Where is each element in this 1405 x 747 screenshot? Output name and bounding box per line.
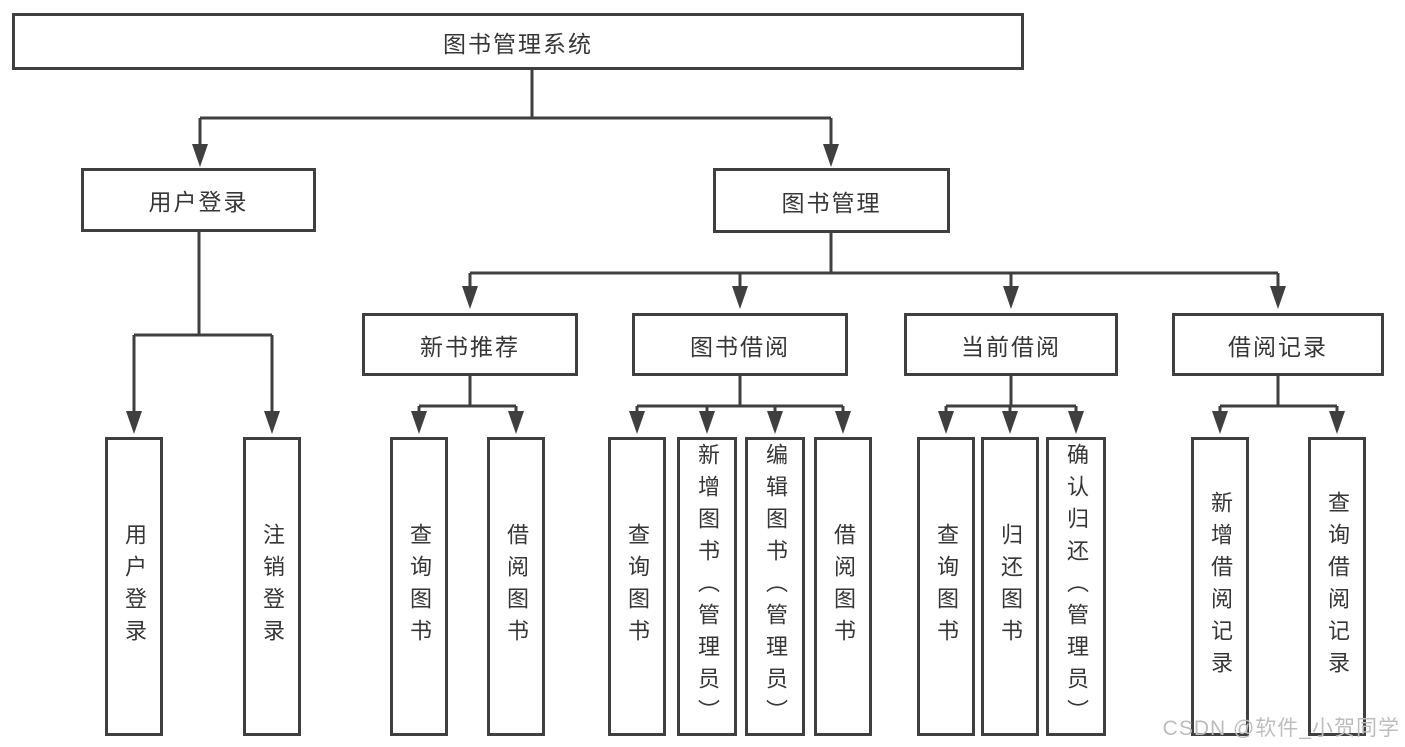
connector-new-book-recommend-branch bbox=[411, 376, 524, 434]
leaf-query-borrow-record: 查询借阅记录 bbox=[1308, 437, 1366, 736]
node-current-borrow: 当前借阅 bbox=[904, 313, 1118, 376]
node-label: 图书借阅 bbox=[690, 333, 790, 360]
node-borrow-records: 借阅记录 bbox=[1172, 313, 1384, 376]
node-label: 编辑图书（管理员） bbox=[763, 442, 788, 731]
leaf-query-books-borrow: 查询图书 bbox=[608, 437, 666, 736]
node-new-book-recommend: 新书推荐 bbox=[362, 313, 578, 376]
node-book-management: 图书管理 bbox=[713, 168, 950, 233]
leaf-add-books-admin: 新增图书（管理员） bbox=[677, 437, 737, 736]
csdn-watermark: CSDN @软件_小贺同学 bbox=[1162, 717, 1400, 740]
connector-root-to-level2 bbox=[192, 70, 839, 167]
node-label: 用户登录 bbox=[122, 522, 147, 651]
node-book-management-system: 图书管理系统 bbox=[12, 13, 1024, 70]
node-label: 当前借阅 bbox=[961, 333, 1061, 360]
node-label: 借阅记录 bbox=[1228, 333, 1328, 360]
leaf-return-books: 归还图书 bbox=[981, 437, 1039, 736]
node-label: 查询图书 bbox=[934, 522, 959, 651]
leaf-logout: 注销登录 bbox=[243, 437, 301, 736]
node-label: 借阅图书 bbox=[504, 522, 529, 651]
leaf-query-books-recommend: 查询图书 bbox=[390, 437, 448, 736]
connector-book-management-branch bbox=[462, 233, 1286, 309]
leaf-user-login: 用户登录 bbox=[105, 437, 163, 736]
node-label: 查询图书 bbox=[407, 522, 432, 651]
connector-book-borrow-branch bbox=[629, 376, 851, 434]
node-user-login: 用户登录 bbox=[81, 168, 316, 232]
node-label: 注销登录 bbox=[260, 522, 285, 651]
node-label: 图书管理 bbox=[781, 189, 882, 216]
node-label: 用户登录 bbox=[148, 189, 249, 215]
leaf-borrow-books: 借阅图书 bbox=[814, 437, 872, 736]
node-book-borrow: 图书借阅 bbox=[632, 313, 848, 376]
leaf-query-books-current: 查询图书 bbox=[917, 437, 975, 736]
leaf-confirm-return-admin: 确认归还（管理员） bbox=[1046, 437, 1106, 736]
node-label: 新书推荐 bbox=[420, 333, 520, 360]
leaf-borrow-books-recommend: 借阅图书 bbox=[487, 437, 545, 736]
node-label: 图书管理系统 bbox=[443, 30, 593, 57]
node-label: 新增图书（管理员） bbox=[695, 442, 720, 731]
leaf-edit-books-admin: 编辑图书（管理员） bbox=[745, 437, 805, 736]
connector-current-borrow-branch bbox=[938, 376, 1084, 434]
node-label: 查询借阅记录 bbox=[1325, 490, 1350, 683]
node-label: 新增借阅记录 bbox=[1208, 490, 1233, 683]
node-label: 借阅图书 bbox=[831, 522, 856, 651]
node-label: 确认归还（管理员） bbox=[1064, 442, 1089, 731]
connector-user-login-branch bbox=[126, 232, 280, 434]
node-label: 归还图书 bbox=[998, 522, 1023, 651]
connector-borrow-records-branch bbox=[1212, 376, 1345, 434]
leaf-add-borrow-record: 新增借阅记录 bbox=[1191, 437, 1249, 736]
node-label: 查询图书 bbox=[625, 522, 650, 651]
